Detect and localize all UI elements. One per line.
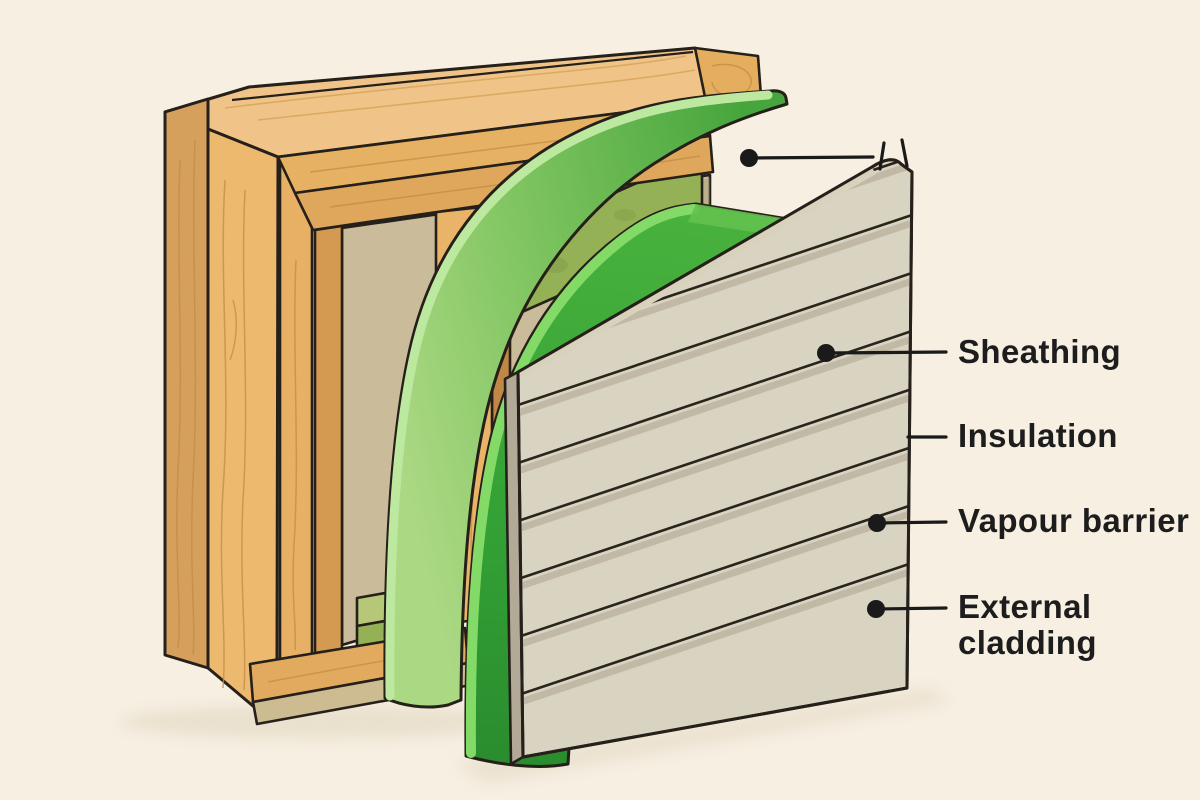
- callout-vapour-barrier: Vapour barrier: [868, 502, 1189, 539]
- callouts: Sheathing Insulation Vapour barrier Exte…: [740, 138, 1189, 661]
- sheet-edge-highlight: [385, 90, 773, 701]
- leader-membrane: [740, 138, 909, 171]
- leader-tick: [900, 138, 909, 168]
- cladding-panel: [503, 158, 914, 766]
- callout-external-cladding: External cladding: [867, 588, 1097, 661]
- leader-tick: [878, 141, 886, 171]
- cladding-top-bevel: [519, 167, 876, 379]
- label-insulation: Insulation: [958, 417, 1118, 454]
- green-sheet-back: [383, 89, 789, 709]
- label-external-cladding-line2: cladding: [958, 624, 1097, 661]
- callout-insulation: Insulation: [906, 417, 1118, 454]
- callout-sheathing: Sheathing: [817, 333, 1121, 370]
- left-stud: [163, 97, 280, 708]
- label-sheathing: Sheathing: [958, 333, 1121, 370]
- label-vapour-barrier: Vapour barrier: [958, 502, 1189, 539]
- ground-shadow: [120, 688, 950, 784]
- label-external-cladding-line1: External: [958, 588, 1091, 625]
